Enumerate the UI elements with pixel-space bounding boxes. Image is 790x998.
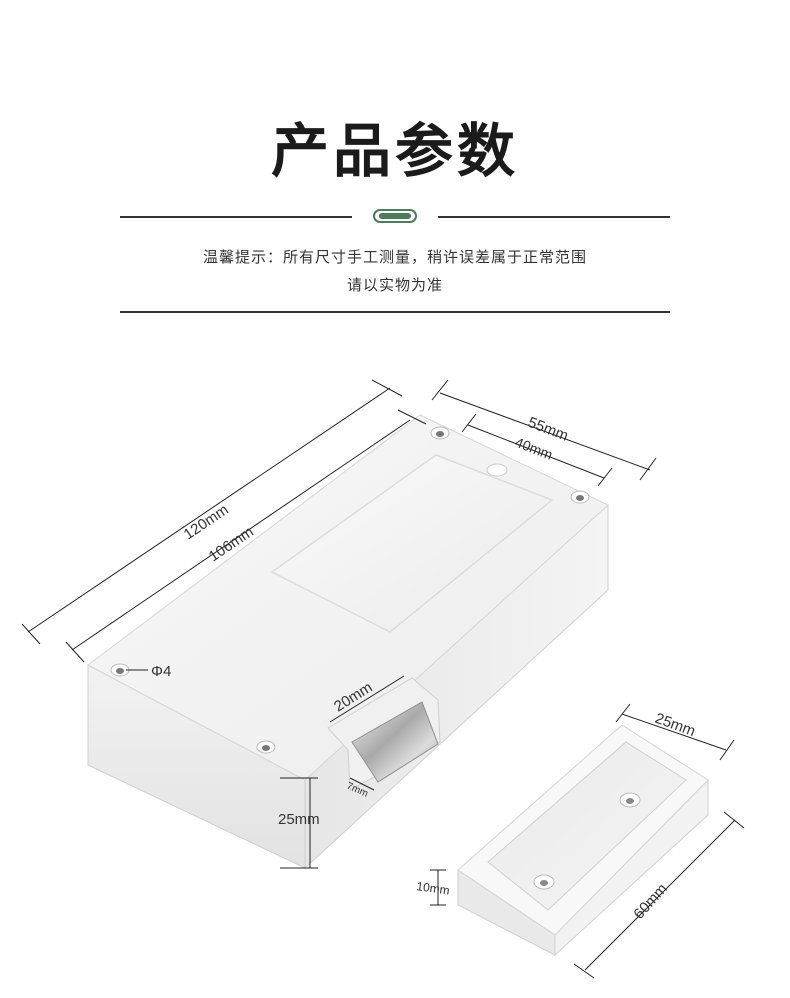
- divider-line-right: [438, 216, 670, 218]
- screw-hole-icon: [619, 792, 641, 808]
- note-rule: [120, 311, 670, 313]
- divider-pill-icon: [373, 209, 417, 223]
- dim-length-outer: 120mm: [181, 501, 232, 543]
- divider-line-left: [120, 216, 352, 218]
- screw-hole-icon: [533, 874, 555, 890]
- dim-strike-width: 25mm: [653, 710, 698, 740]
- dim-hole-diameter: Φ4: [151, 663, 171, 680]
- screw-hole-icon: [570, 490, 590, 504]
- measurement-note: 温馨提示：所有尺寸手工测量，稍许误差属于正常范围: [202, 248, 587, 266]
- page-title: 产品参数: [270, 117, 519, 185]
- measurement-note-sub: 请以实物为准: [346, 276, 443, 294]
- dim-strike-length: 60mm: [630, 880, 671, 922]
- sensor-dot: [486, 463, 508, 477]
- title-divider: [120, 205, 670, 229]
- dimension-lines: [21, 379, 745, 979]
- lock-body: [87, 414, 609, 870]
- product-dimension-illustration: 120mm 106mm 55mm 40mm Φ4 20mm 7mm 25mm 2…: [21, 379, 745, 979]
- dim-strike-height: 10mm: [416, 879, 451, 898]
- dim-body-height: 25mm: [278, 811, 320, 828]
- latch-bolt: [351, 701, 439, 783]
- screw-hole-icon: [430, 426, 450, 440]
- strike-plate: [457, 724, 709, 957]
- screw-hole-icon: [256, 740, 276, 754]
